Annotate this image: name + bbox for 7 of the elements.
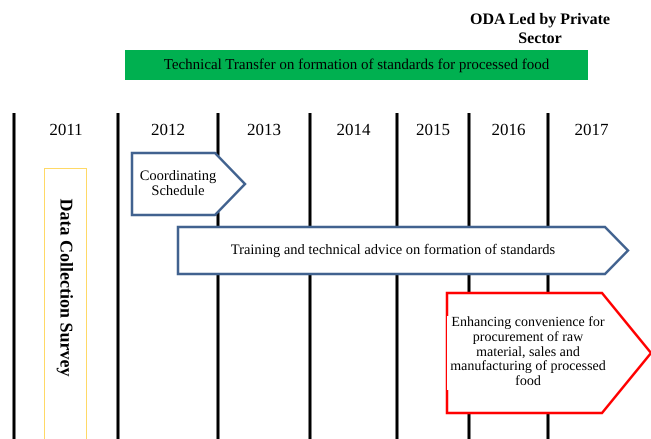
- timeline-band: [125, 50, 588, 80]
- arrow-text: Training and technical advice on formation of standards: [230, 242, 556, 258]
- band-text: Technical Transfer on formation of standards for processed food: [164, 56, 550, 74]
- heading: ODA Led by Private Sector: [469, 10, 611, 48]
- survey-text: Data Collection Survey: [55, 198, 76, 376]
- survey-box: [44, 168, 87, 439]
- arrow-text: Enhancing convenience for procurement of raw material, sales and manufacturing of processed food: [447, 316, 609, 390]
